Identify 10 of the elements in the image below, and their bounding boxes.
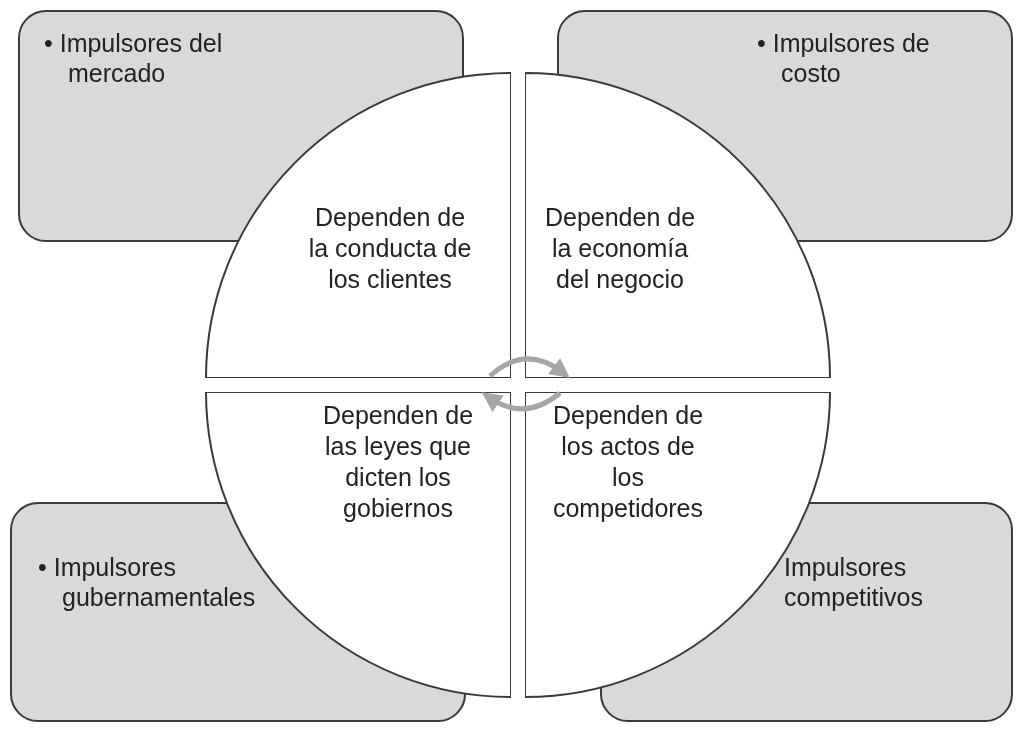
driver-label: • Impulsores gubernamentales [38,552,257,612]
slice-text: Dependen de la conducta de los clientes [307,202,473,295]
cycle-arrow [488,356,571,378]
cycle-arrow [481,391,562,412]
driver-label: • Impulsores de costo [757,28,931,88]
driver-label: • Impulsores del mercado [44,28,224,88]
slice-text: Dependen de los actos de los competidores [551,400,705,524]
driver-label: Impulsores competitivos [784,552,924,612]
slice-text: Dependen de la economía del negocio [543,202,697,295]
slice-text: Dependen de las leyes que dicten los gobiernos [321,400,475,524]
